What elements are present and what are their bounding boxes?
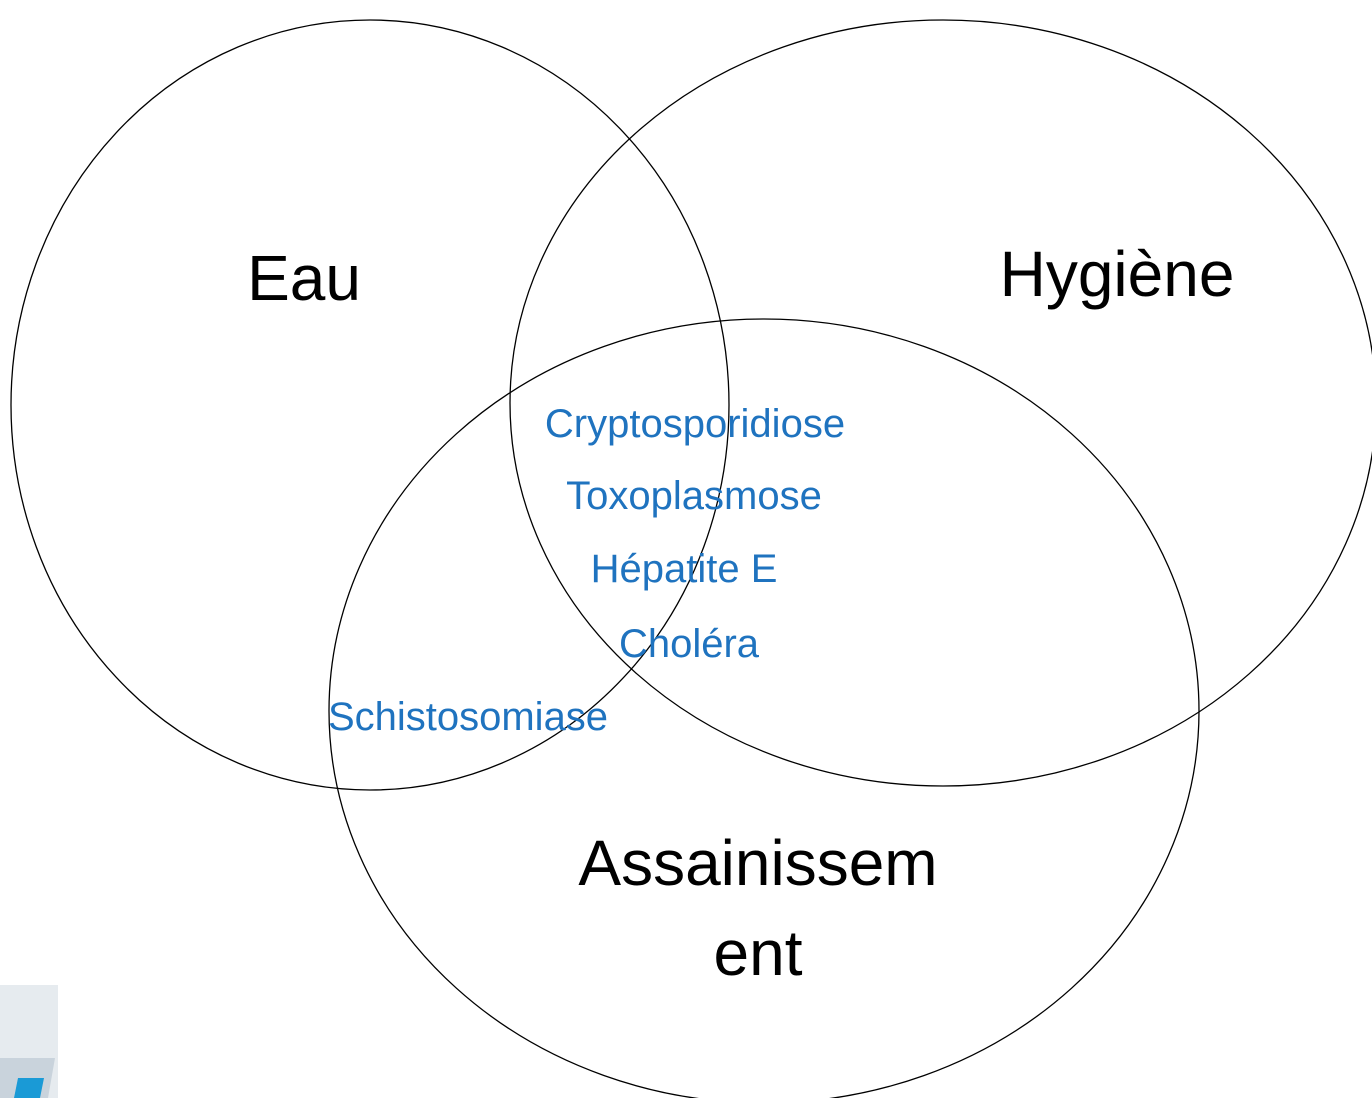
circle-hygiene	[509, 19, 1372, 787]
set-label-assainissement-line1: Assainissem	[578, 827, 937, 899]
item-cryptosporidiose: Cryptosporidiose	[545, 402, 845, 446]
circle-eau	[10, 19, 730, 791]
set-label-eau: Eau	[247, 242, 361, 314]
item-toxoplasmose: Toxoplasmose	[566, 474, 822, 518]
set-label-assainissement-line2: ent	[714, 917, 803, 989]
set-label-hygiene: Hygiène	[1000, 238, 1235, 310]
item-schistosomiase: Schistosomiase	[328, 695, 608, 739]
logo-mark-icon	[0, 985, 58, 1098]
item-hepatite-e: Hépatite E	[591, 547, 778, 591]
circle-assainissement	[328, 318, 1200, 1098]
item-cholera: Choléra	[619, 622, 760, 666]
